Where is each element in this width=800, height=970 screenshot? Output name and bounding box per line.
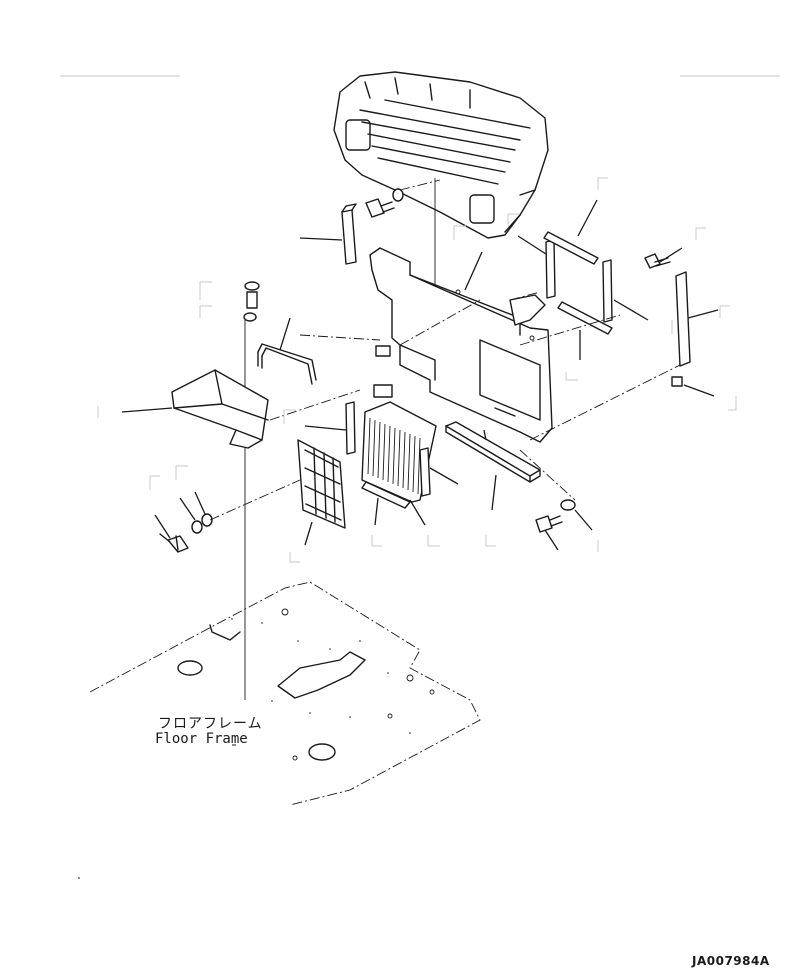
leader-lines: [121, 199, 719, 551]
wing-nut: [159, 479, 301, 553]
roof-frame: [333, 71, 549, 239]
pad-left-top: [341, 203, 357, 265]
long-strip: [445, 421, 541, 483]
drawing-code: JA007984A: [692, 954, 770, 968]
left-cover: [171, 369, 269, 449]
bolt-top: [365, 179, 441, 218]
pads-right: [543, 231, 613, 335]
rear-panel: [369, 247, 553, 443]
u-bar: [257, 343, 317, 385]
floor-frame-label-jp: フロアフレーム: [158, 716, 263, 732]
callout-boxes: [60, 75, 780, 563]
bolt-left: [243, 281, 260, 322]
floor-frame-label-en: Floor Frame: [155, 731, 248, 747]
grille: [297, 439, 346, 529]
filter-element: [361, 401, 437, 503]
floor-frame-plate: [89, 581, 481, 806]
right-strip: [644, 253, 691, 387]
bracket-right: [509, 294, 546, 326]
bolt-bottom-right: [519, 449, 576, 533]
